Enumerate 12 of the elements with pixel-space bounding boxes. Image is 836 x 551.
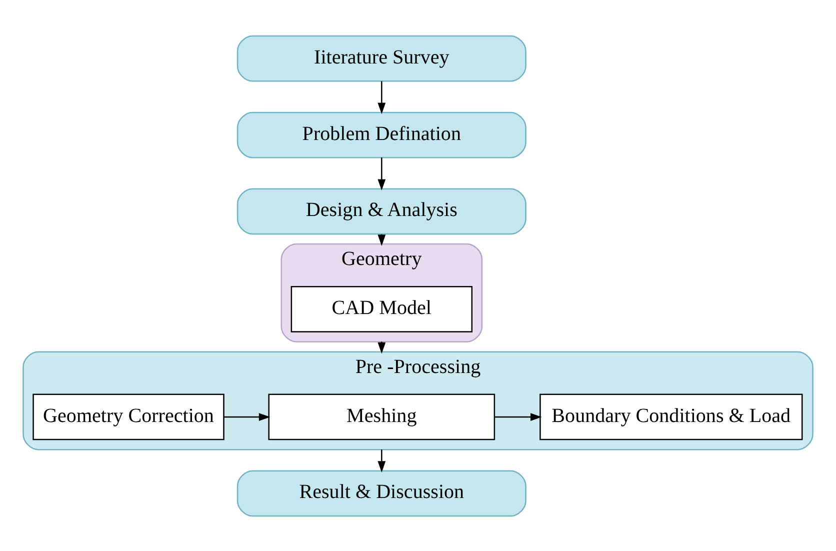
arrow (494, 412, 542, 420)
node-box: CAD Model (290, 286, 473, 332)
arrow (224, 412, 270, 420)
node-box: Problem Defination (236, 111, 526, 158)
arrow (378, 157, 386, 190)
arrow (378, 449, 386, 472)
node-box: Result & Discussion (236, 470, 526, 516)
node-box: Meshing (268, 393, 496, 440)
node-box: Boundary Conditions & Load (540, 393, 803, 440)
arrow (378, 80, 386, 114)
node-box: Iiterature Survey (236, 34, 526, 82)
node-box: Geometry Correction (32, 393, 224, 440)
